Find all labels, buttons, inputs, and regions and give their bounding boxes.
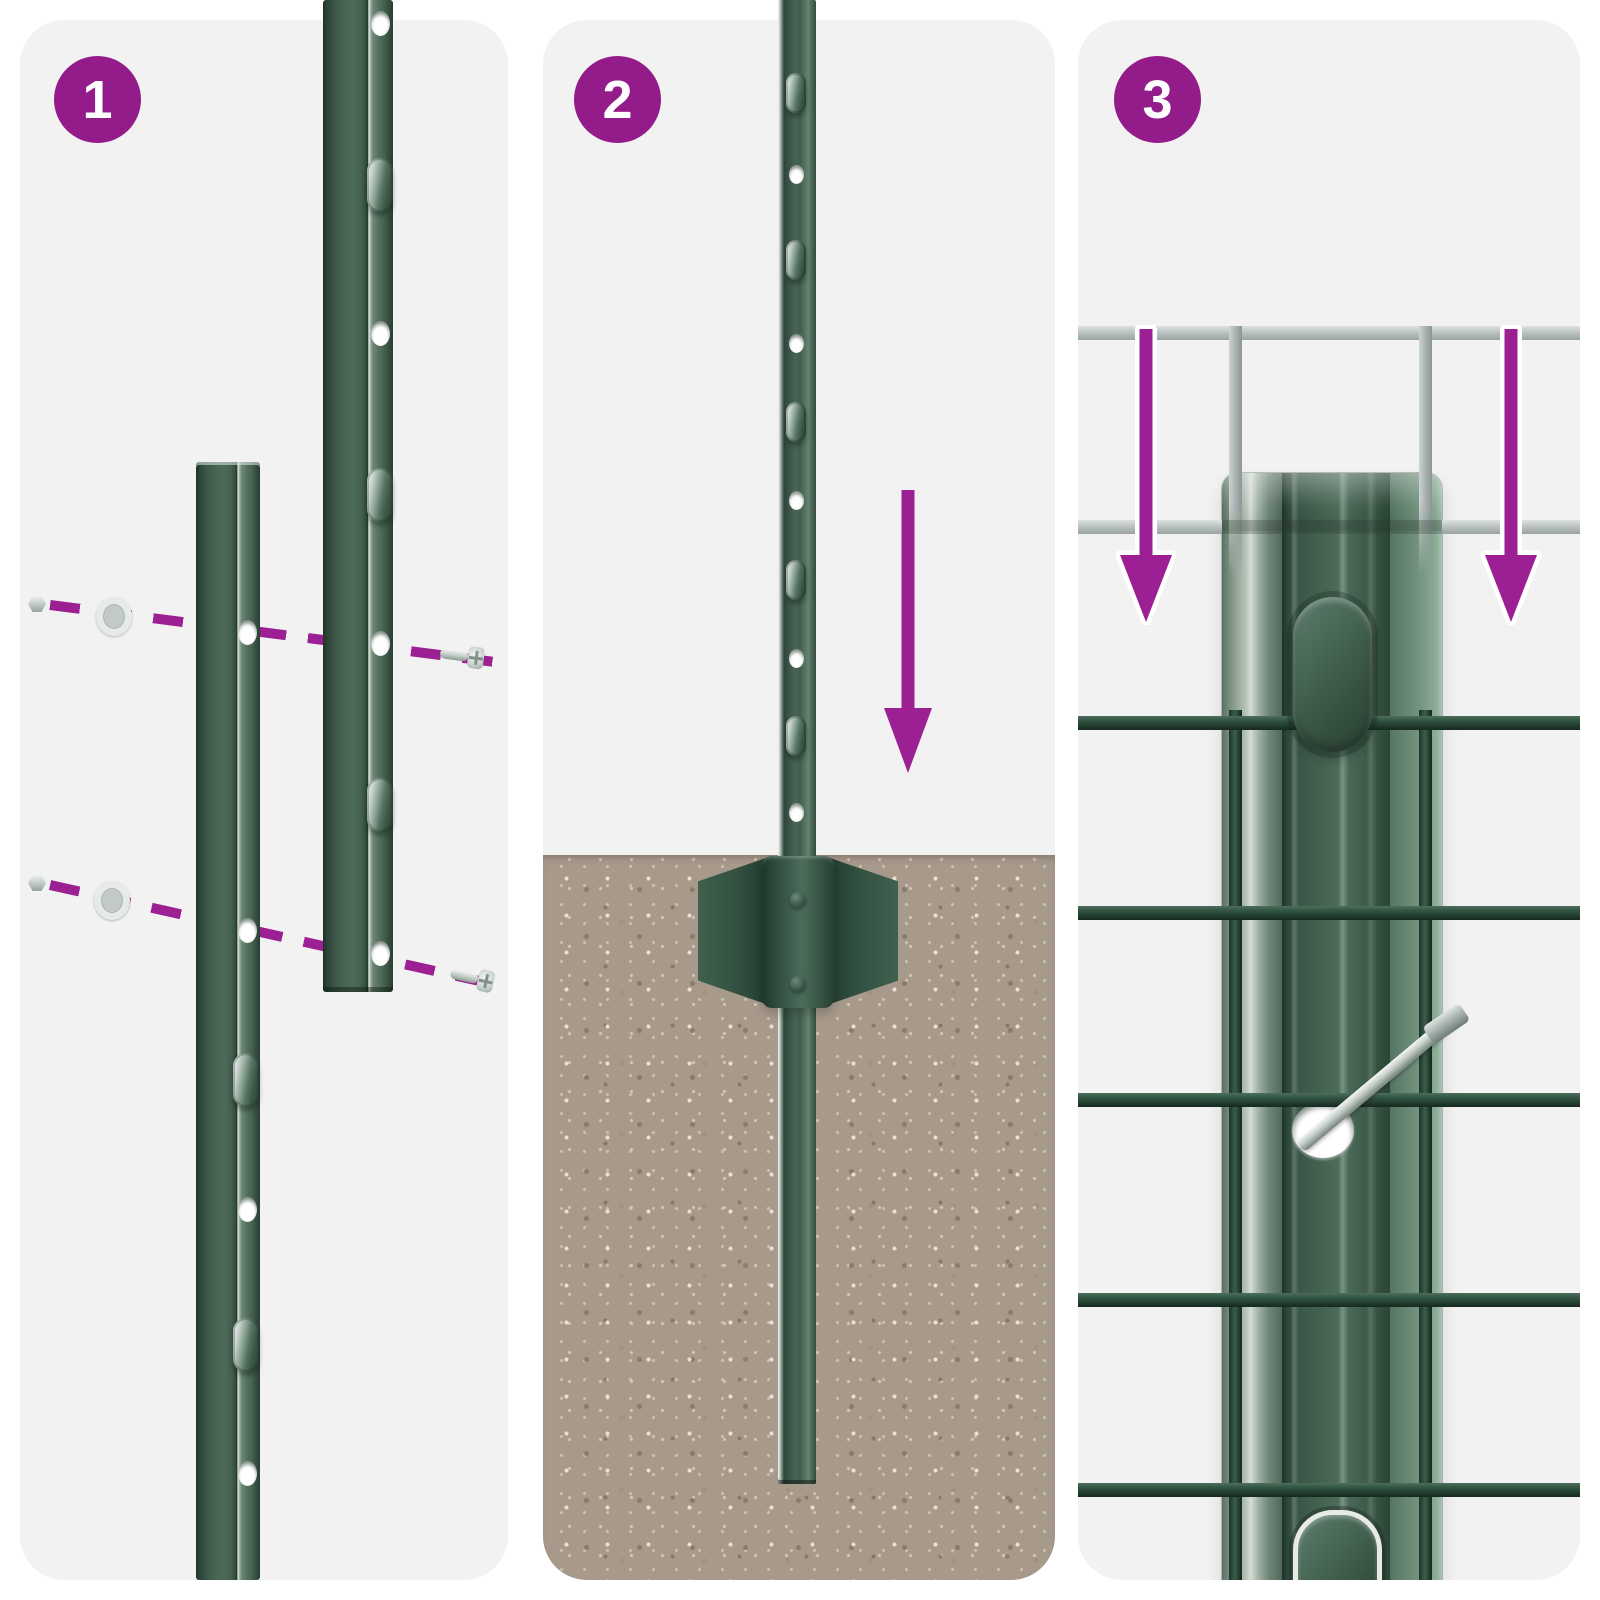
green-mesh-wire-horizontal — [1078, 1483, 1580, 1497]
step-badge-3: 3 — [1114, 56, 1201, 143]
step-number: 1 — [82, 69, 113, 130]
step-badge-2: 2 — [574, 56, 661, 143]
gray-wire-shadow-on-post — [1222, 520, 1442, 534]
step-panel-3 — [1078, 20, 1580, 1580]
hook-tab-bottom — [1293, 1510, 1382, 1580]
green-mesh-wire-vertical — [1229, 710, 1242, 1580]
arrow-down-left — [1115, 325, 1177, 625]
green-mesh-wire-horizontal — [1078, 1293, 1580, 1307]
arrow-down-right — [1480, 325, 1542, 625]
step-number: 2 — [602, 69, 633, 130]
step-number: 3 — [1142, 69, 1173, 130]
arrow-down-icon — [1480, 325, 1542, 625]
gray-mesh-wire-horizontal-top — [1078, 326, 1580, 340]
green-mesh-wire-horizontal — [1078, 906, 1580, 920]
soil-ground — [543, 855, 1055, 1580]
gray-mesh-wire-vertical — [1419, 326, 1432, 576]
step-badge-1: 1 — [54, 56, 141, 143]
green-mesh-wire-vertical — [1419, 710, 1432, 1580]
hook-tab — [1293, 597, 1372, 752]
post-top-cap — [1222, 473, 1442, 531]
arrow-down-icon — [1115, 325, 1177, 625]
step-panel-1 — [20, 20, 508, 1580]
green-mesh-wire-horizontal — [1078, 1093, 1580, 1107]
gray-mesh-wire-vertical — [1229, 326, 1242, 576]
step-panel-2 — [543, 20, 1055, 1580]
u-post-closeup — [1222, 473, 1442, 1580]
